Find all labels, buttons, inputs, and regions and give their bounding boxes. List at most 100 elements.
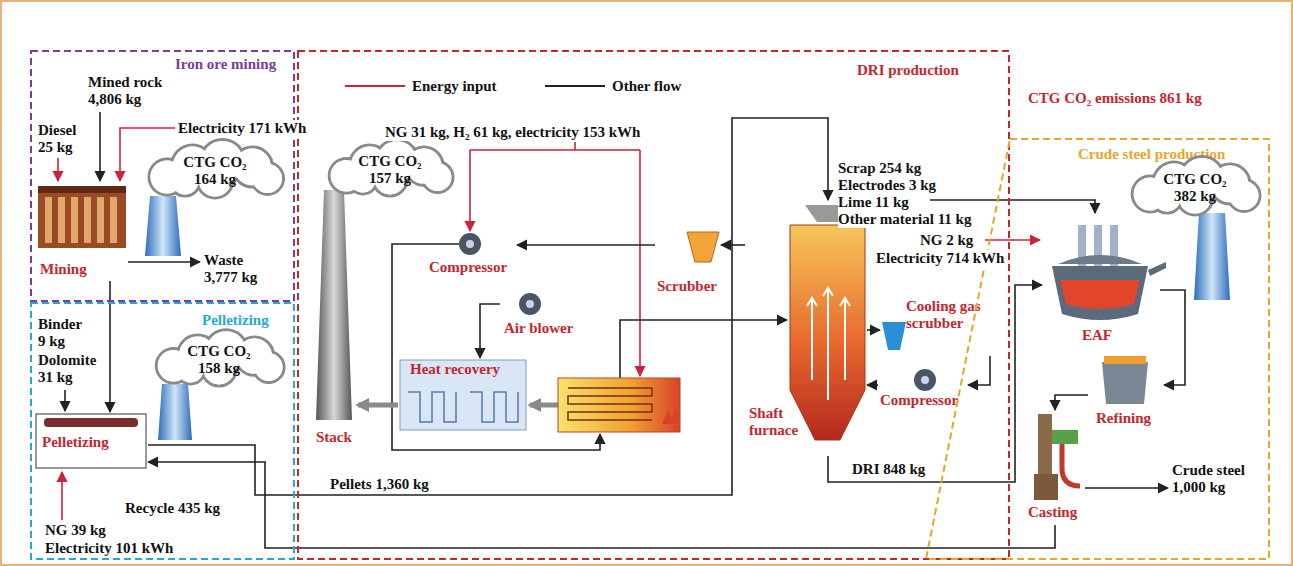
mine-building [84, 197, 91, 243]
cloud-fill [331, 141, 452, 194]
compressor-symbol [466, 240, 474, 248]
unit-label: Heat recovery [410, 361, 500, 378]
shaft-furnace [812, 290, 845, 400]
cloud-fill [255, 353, 283, 381]
flow-arrow [64, 390, 66, 411]
equipment-unit: Pelletizing [34, 412, 148, 470]
unit-label: Shaft furnace [749, 405, 809, 439]
region-title: Iron ore mining [175, 56, 276, 73]
mine-building [110, 197, 117, 243]
emission-cloud: CTG CO₂ 382 kg [1125, 163, 1265, 213]
electric-arc-furnace [1052, 266, 1148, 320]
refining-ladle [1102, 356, 1148, 404]
legend-label: Other flow [612, 78, 681, 94]
equipment-unit: Mining [36, 183, 128, 281]
chimney [1194, 213, 1230, 300]
cloud-fill [253, 164, 282, 193]
flow-label: Diesel 25 kg [38, 122, 90, 156]
heater [662, 406, 680, 424]
flow-label: NG 31 kg, H₂ 61 kg, electricity 153 kWh [385, 124, 640, 141]
equipment-unit: Heat recovery [398, 358, 528, 432]
cloud-outline [149, 140, 284, 199]
legend-line [345, 85, 405, 87]
emission-cloud: CTG CO₂ 164 kg [140, 146, 290, 196]
casting-machine [1034, 414, 1080, 500]
casting-machine [1034, 474, 1058, 500]
flow-label: Mined rock 4,806 kg [88, 74, 173, 108]
unit-label: Casting [1028, 504, 1077, 521]
equipment-unit: Cooling gas scrubber [880, 296, 1008, 356]
compressor-symbol [914, 369, 936, 391]
region-title: DRI production [857, 62, 959, 79]
mine-building [38, 186, 126, 248]
electric-arc-furnace [1060, 280, 1140, 309]
compressor-symbol [459, 233, 481, 255]
chimney [158, 384, 192, 440]
stack-chimney [316, 190, 352, 420]
pelletizer [44, 418, 138, 427]
flow-arrow [58, 112, 1168, 520]
equipment-unit: Scrubber [655, 228, 721, 298]
mine-building [38, 186, 126, 248]
cloud-fill [1134, 158, 1259, 214]
flow-connector [148, 118, 828, 495]
compressor-symbol [519, 293, 541, 315]
flow-arrow [470, 142, 640, 150]
legend-entry: Other flow [612, 78, 681, 95]
flow-label: Recycle 435 kg [125, 500, 220, 517]
flow-connector [867, 384, 878, 386]
flow-label: Electrodes 3 kg [838, 177, 936, 194]
electric-arc-furnace [1148, 262, 1166, 276]
flow-label: Electricity 171 kWh [178, 120, 306, 137]
equipment-unit: EAF [1042, 215, 1160, 348]
heater [558, 378, 680, 432]
flow-label: NG 2 kg [920, 232, 973, 249]
heater [568, 388, 652, 420]
flow-arrow [469, 150, 471, 231]
flow-connector [721, 244, 745, 246]
equipment-unit: Refining [1088, 350, 1164, 430]
flow-label: Binder 9 kg [38, 316, 90, 350]
mine-building [45, 197, 52, 243]
flow-arrow [1085, 487, 1168, 489]
unit-label: Scrubber [657, 278, 717, 295]
flow-label: DRI 848 kg [852, 461, 925, 478]
shaft-furnace [790, 225, 865, 440]
emission-label: CTG CO₂ 164 kg [175, 154, 255, 188]
flow-label: Pellets 1,360 kg [330, 476, 429, 493]
region-outline [31, 303, 294, 559]
mine-building [38, 186, 126, 193]
cloud-fill [151, 141, 283, 197]
pelletizer [36, 414, 146, 468]
refining-ladle [1104, 356, 1146, 364]
flow-arrow [99, 112, 101, 181]
shaft-furnace [790, 205, 865, 440]
region-outline [926, 139, 1269, 559]
heat-recovery-unit [400, 360, 558, 430]
casting-machine [1038, 414, 1052, 474]
flow-label: NG 39 kg [45, 522, 106, 539]
flow-connector [517, 244, 655, 246]
emission-cloud: CTG CO₂ 158 kg [148, 336, 290, 384]
unit-label: Compressor [880, 392, 958, 409]
compressor-symbol [526, 300, 534, 308]
flow-connector [867, 329, 880, 331]
flow-label: Electricity 101 kWh [45, 540, 173, 557]
equipment-unit: Compressor [878, 366, 968, 418]
chimney [145, 196, 181, 256]
equipment-unit: Compressor [425, 230, 517, 280]
shaft-furnace [807, 288, 850, 306]
flow-arrow [639, 150, 641, 376]
scrubber-vessel [687, 232, 719, 262]
unit-label: Compressor [429, 259, 507, 276]
cloud-outline [156, 330, 284, 386]
flow-label: Scrap 254 kg [838, 160, 921, 177]
cooling-scrubber-vessel [882, 322, 906, 350]
flow-label: Other material 11 kg [838, 211, 971, 228]
emission-label: CTG CO₂ 158 kg [179, 343, 259, 377]
electric-arc-furnace [1058, 255, 1142, 264]
cloud-outline [329, 140, 453, 196]
flow-arrow [128, 261, 200, 263]
unit-label: Cooling gas scrubber [906, 298, 1006, 332]
